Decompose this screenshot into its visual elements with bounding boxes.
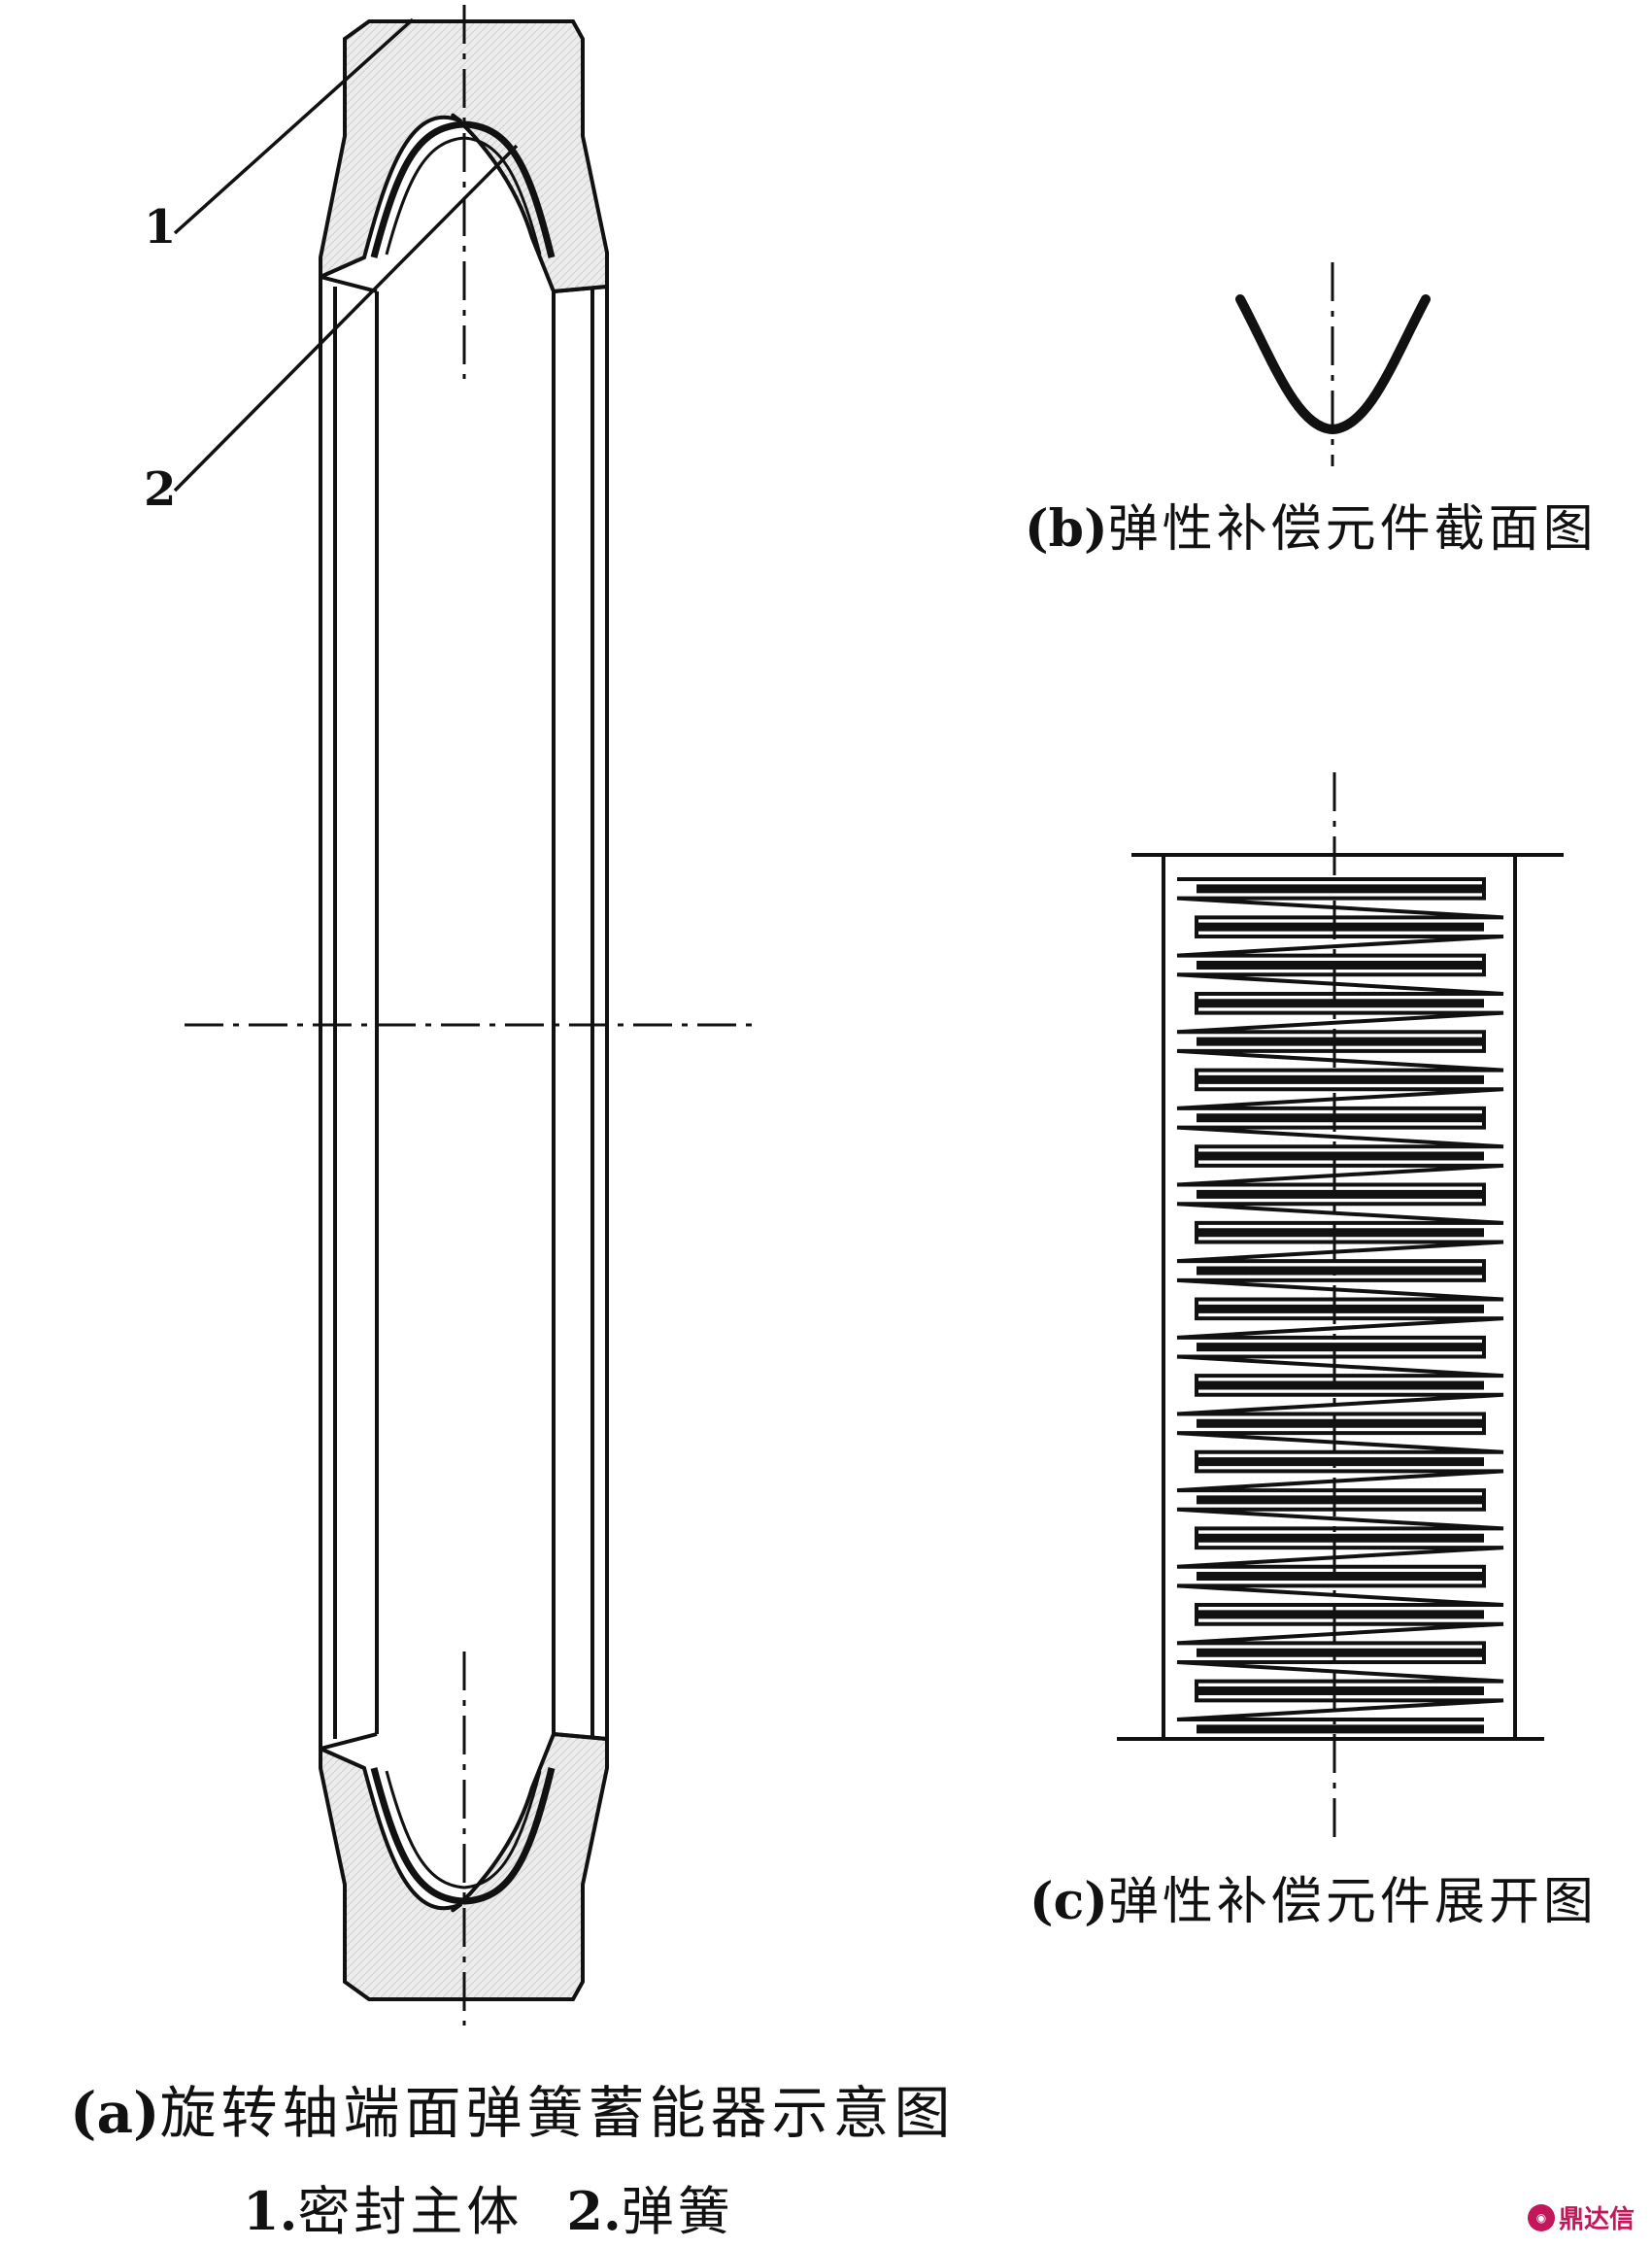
meander-pattern	[1176, 877, 1504, 1734]
caption-a: (a)旋转轴端面弹簧蓄能器示意图	[70, 2080, 955, 2146]
spring-top	[370, 120, 556, 258]
caption-b: (b)弹性补偿元件截面图	[1025, 499, 1598, 559]
watermark-logo-icon: ◉	[1527, 2203, 1555, 2231]
callout-2: 2	[144, 462, 176, 517]
developed-view-drawing	[1117, 772, 1564, 1841]
leader-line-2	[173, 144, 519, 493]
watermark-text: 鼎达信	[1558, 2205, 1635, 2234]
caption-c: (c)弹性补偿元件展开图	[1029, 1872, 1598, 1931]
seal-ring-drawing: 1 2	[144, 5, 758, 2026]
callout-1: 1	[144, 200, 176, 255]
spring-profile	[1235, 294, 1431, 435]
spring-bottom	[370, 1767, 556, 1905]
seal-rails	[319, 275, 609, 1751]
watermark: ◉ 鼎达信	[1527, 2199, 1635, 2235]
centerlines-a	[185, 5, 758, 2026]
cross-section-drawing	[1235, 262, 1431, 466]
leader-line-1	[173, 17, 415, 235]
spring-bottom-inner	[385, 1770, 542, 1890]
meander-path	[1176, 877, 1504, 1721]
